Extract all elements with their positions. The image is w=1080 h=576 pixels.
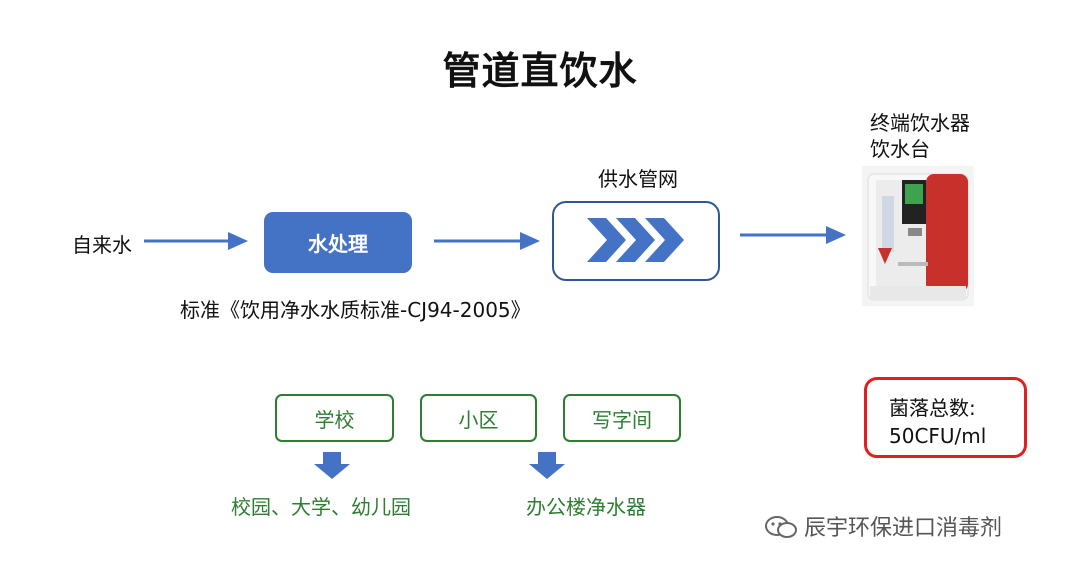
school-box: 学校 xyxy=(275,394,394,442)
bacteria-value: 50CFU/ml xyxy=(889,424,987,448)
watermark-text: 辰宇环保进口消毒剂 xyxy=(804,516,1003,541)
water-standard-text: 标准《饮用净水水质标准-CJ94-2005》 xyxy=(180,298,531,322)
school-result-text: 校园、大学、幼儿园 xyxy=(231,495,411,519)
office-result-text: 办公楼净水器 xyxy=(526,495,646,519)
supply-network-box xyxy=(552,201,720,281)
arrow-treatment-to-network xyxy=(434,232,540,250)
bacteria-label: 菌落总数: xyxy=(889,396,976,420)
source-label: 自来水 xyxy=(72,233,132,257)
wechat-icon xyxy=(765,516,797,538)
bacteria-count-box: 菌落总数: 50CFU/ml xyxy=(864,377,1027,458)
arrow-network-to-terminal xyxy=(740,226,846,244)
community-label: 小区 xyxy=(458,407,499,432)
down-arrow-school xyxy=(314,452,350,479)
terminal-label-line1: 终端饮水器 xyxy=(870,111,970,135)
terminal-label: 终端饮水器 饮水台 xyxy=(870,110,970,162)
school-label: 学校 xyxy=(314,407,355,432)
chevron-arrows-icon xyxy=(587,218,684,262)
water-treatment-label: 水处理 xyxy=(308,232,368,256)
office-box: 写字间 xyxy=(563,394,681,442)
watermark: 辰宇环保进口消毒剂 xyxy=(764,510,1002,542)
community-box: 小区 xyxy=(420,394,537,442)
down-arrow-office xyxy=(529,452,565,479)
terminal-label-line2: 饮水台 xyxy=(870,137,930,161)
drinking-fountain-image xyxy=(862,166,974,306)
arrow-source-to-treatment xyxy=(144,232,248,250)
network-label: 供水管网 xyxy=(598,167,678,191)
office-label: 写字间 xyxy=(592,407,652,432)
page-title: 管道直饮水 xyxy=(442,49,638,93)
water-treatment-box: 水处理 xyxy=(264,212,412,273)
